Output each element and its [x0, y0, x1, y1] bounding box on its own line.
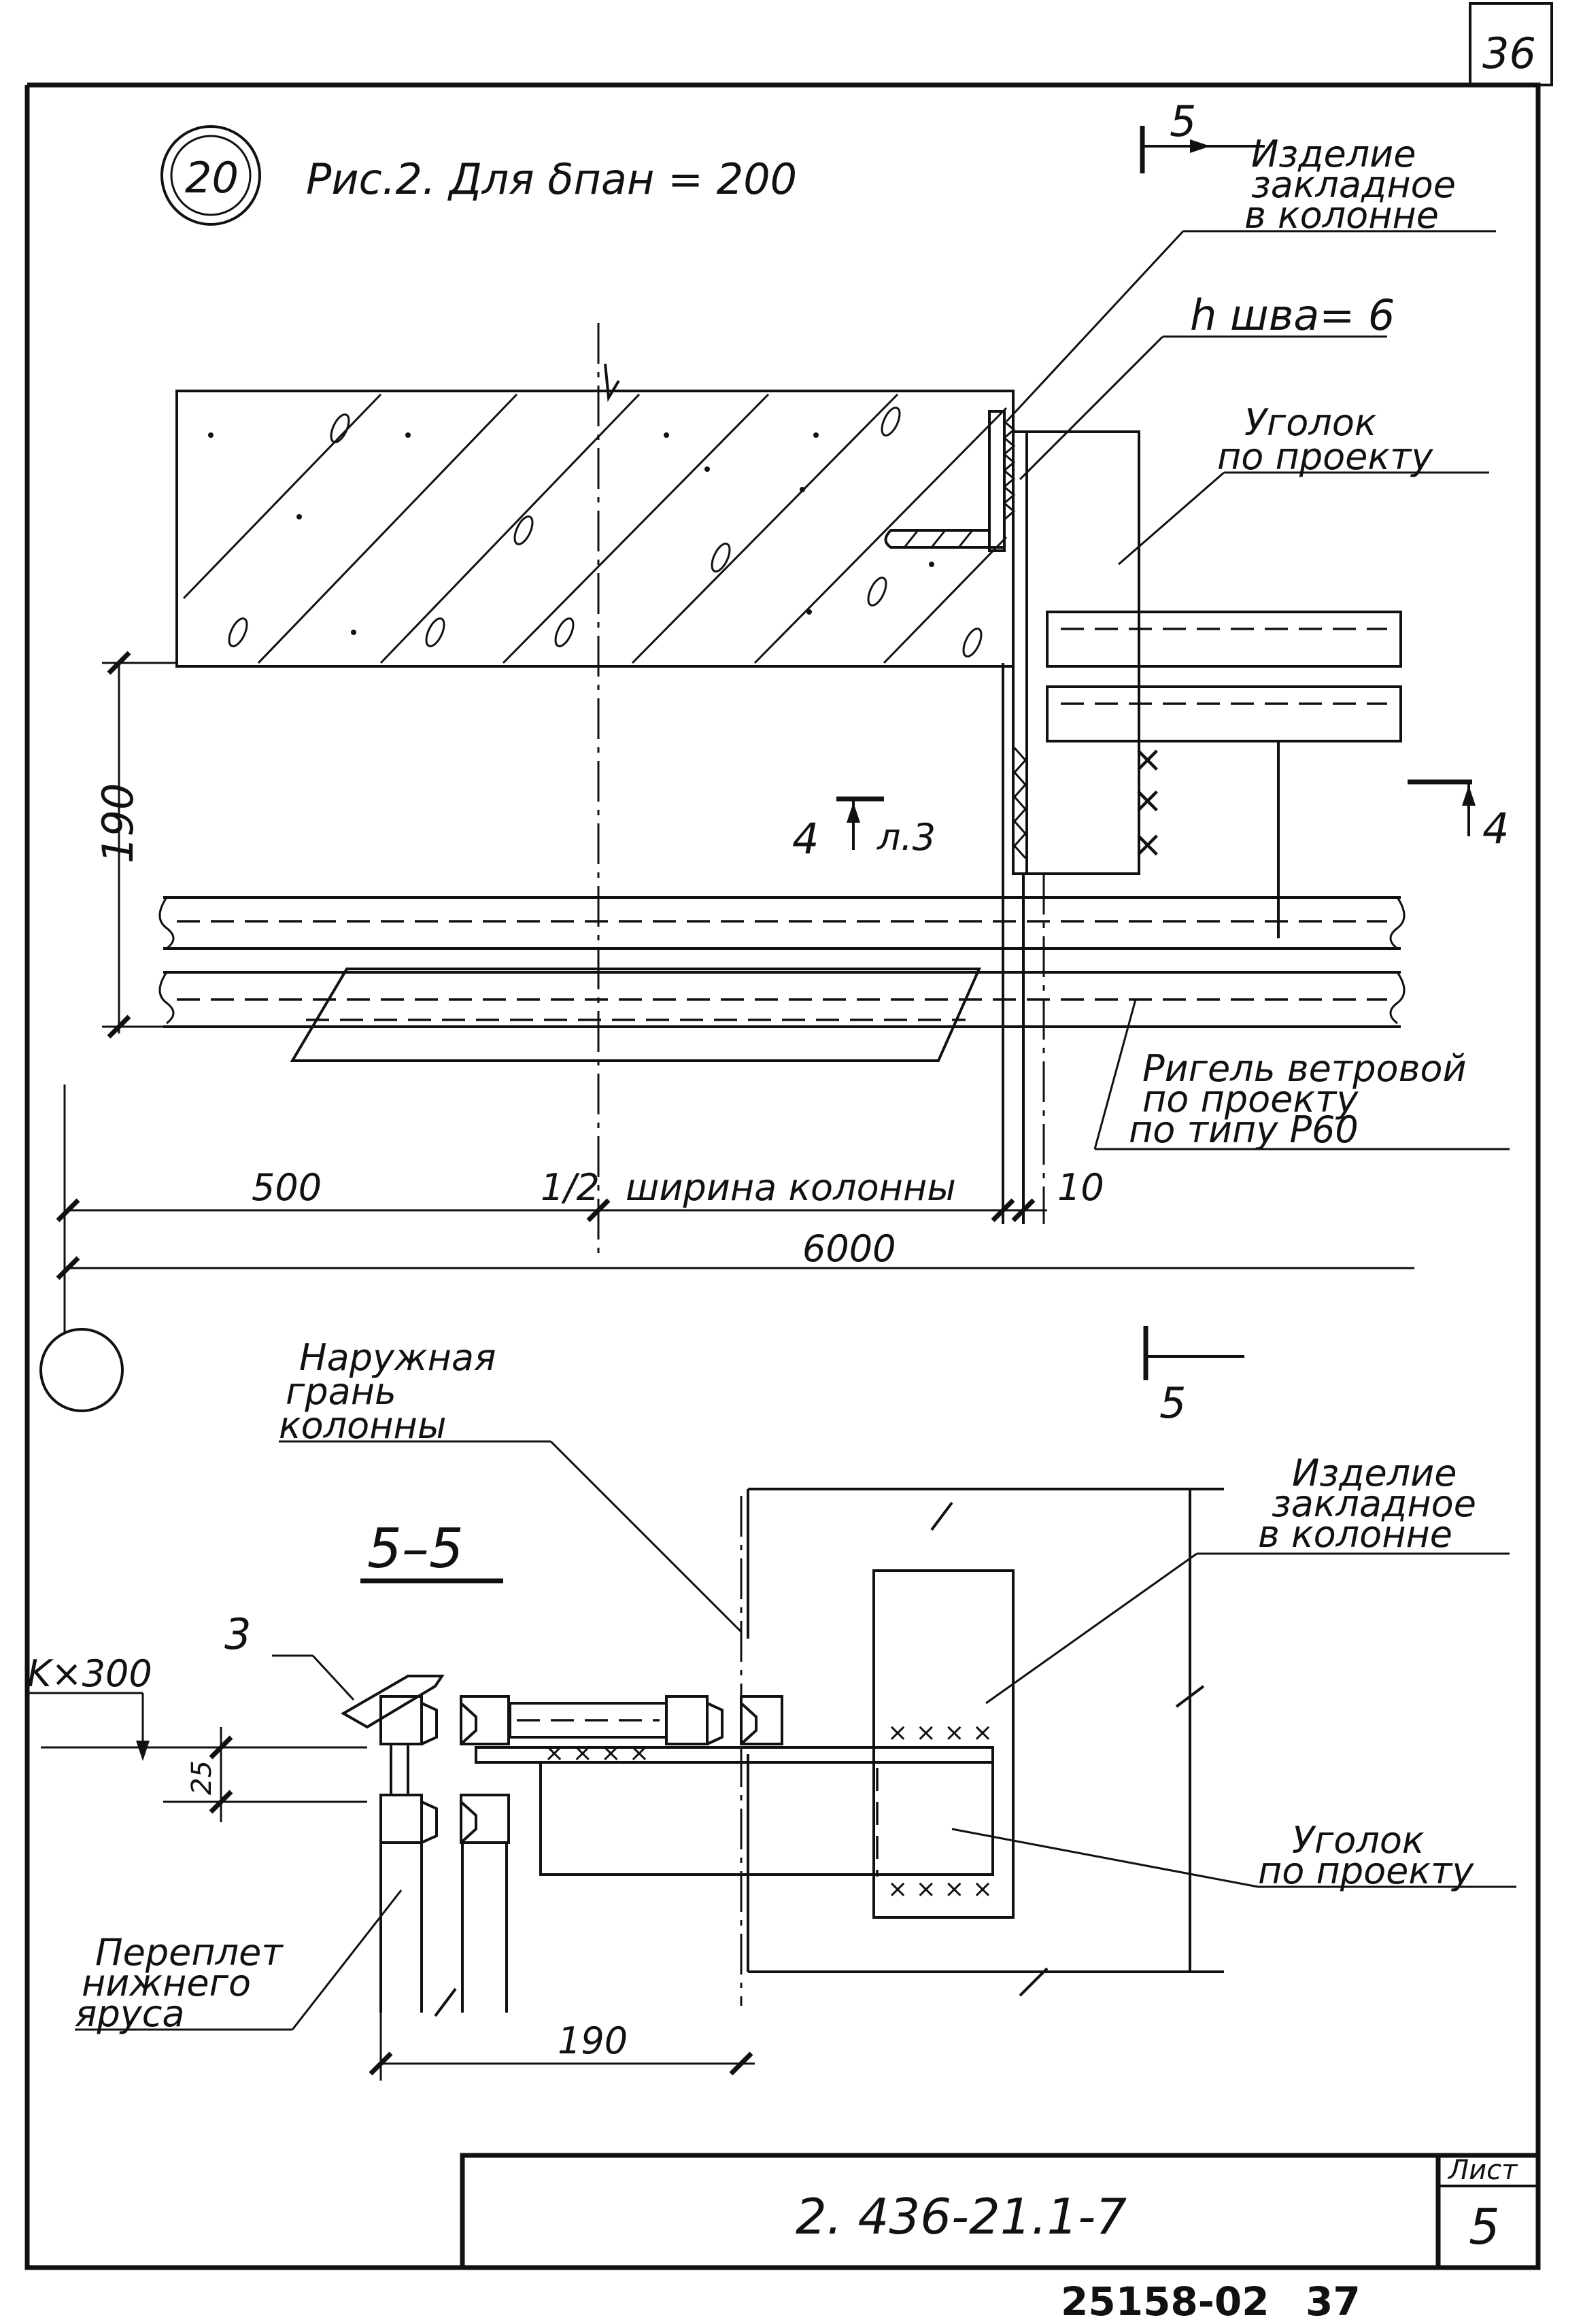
document-code: 2. 436-21.1-7: [796, 2188, 1127, 2245]
label-embedded-part-s2: закладное: [1272, 1482, 1476, 1525]
label-wind-girder-1: Ригель ветровой: [1142, 1047, 1467, 1090]
svg-text:×: ×: [1132, 738, 1163, 781]
label-embedded-part-s1: Изделие: [1292, 1452, 1457, 1494]
section-mark-right: 4: [1482, 804, 1509, 853]
section-ref-center: 4 л.3: [792, 796, 936, 864]
dim-500: 500: [252, 1166, 322, 1209]
label-sash-2: нижнего: [82, 1962, 251, 2004]
label-embedded-part-2: закладное: [1251, 163, 1456, 206]
dim-kx300: K×300: [27, 1652, 152, 1695]
sash-profiles: [340, 1675, 783, 2017]
grid-axis-bubble: [39, 1278, 124, 1412]
label-weld: h шва= 6: [1190, 290, 1395, 340]
top-leaders: [1005, 230, 1510, 1150]
callout-3: 3: [224, 1609, 251, 1659]
label-angle-s2: по проекту: [1258, 1849, 1474, 1892]
label-outer-face-3: колонны: [279, 1404, 446, 1447]
label-sash-3: яруса: [75, 1992, 185, 2035]
dim-half: 1/2: [541, 1166, 600, 1209]
dim-6000: 6000: [802, 1227, 896, 1270]
svg-text:×: ×: [1132, 823, 1163, 866]
detail-number-circle: [160, 125, 261, 226]
label-angle-1: Уголок: [1244, 401, 1377, 444]
dim-25: 25: [186, 1760, 218, 1795]
archive-number: 25158-02: [1061, 2278, 1270, 2324]
column-embedded-plate: × × ×: [1012, 430, 1163, 875]
label-angle-2: по проекту: [1217, 435, 1433, 478]
detail-header: 20 Рис.2. Для δпан = 200: [160, 125, 797, 226]
panel-embedded-angle: [884, 410, 1016, 552]
label-outer-face-1: Наружная: [299, 1336, 496, 1379]
section-cut-marker-right: 4: [1408, 779, 1509, 853]
sheet-label: Лист: [1447, 2155, 1518, 2186]
column-section: [740, 1488, 1224, 2006]
figure-title: Рис.2. Для δпан = 200: [306, 154, 797, 204]
label-wind-girder-2: по проекту: [1142, 1078, 1359, 1121]
svg-text:×: ×: [1132, 779, 1163, 821]
section-cut-marker-bottom: 5: [1143, 1326, 1244, 1428]
dim-vertical-190: 190: [93, 651, 177, 1039]
page-number-top: 36: [1482, 29, 1536, 78]
svg-text:× × × ×: × × × ×: [887, 1875, 993, 1903]
dim-horizontal-row: 500 1/2 ширина колонны 10 6000: [56, 1084, 1414, 1280]
sheet-number: 5: [1469, 2198, 1500, 2255]
dim-10: 10: [1057, 1166, 1104, 1209]
angle-section: × × × × × × × × × × × ×: [475, 1719, 994, 1903]
label-embedded-part-1: Изделие: [1251, 133, 1416, 175]
detail-number: 20: [185, 153, 239, 203]
label-embedded-part-s3: в колонне: [1258, 1513, 1452, 1556]
svg-text:× × × ×: × × × ×: [887, 1719, 993, 1747]
section-mark-bottom: 5: [1159, 1378, 1186, 1428]
section-ref-number: 4: [792, 814, 819, 864]
dim-section-190: 190: [369, 2013, 755, 2081]
label-outer-face-2: грань: [286, 1370, 396, 1413]
section-mark-top: 5: [1170, 97, 1196, 146]
footer-page: 37: [1306, 2278, 1361, 2324]
dim-vertical-value: 190: [93, 783, 143, 864]
section-cut-marker-top: 5: [1140, 97, 1265, 173]
wall-panel: [175, 390, 1015, 668]
wind-girder: [158, 896, 1406, 1062]
section-ref-sheet: л.3: [876, 816, 936, 859]
label-angle-s1: Уголок: [1292, 1819, 1425, 1862]
label-sash-1: Переплет: [95, 1931, 284, 1974]
angle-profile-right: [1046, 611, 1402, 938]
label-embedded-part-3: в колонне: [1244, 194, 1439, 237]
dim-column-width: ширина колонны: [626, 1166, 956, 1209]
label-wind-girder-3: по типу Р60: [1129, 1108, 1359, 1151]
dim-section-190-value: 190: [558, 2019, 628, 2062]
title-block: 2. 436-21.1-7 Лист 5: [460, 2153, 1541, 2270]
section-title: 5–5: [367, 1517, 464, 1580]
svg-text:× × × ×: × × × ×: [544, 1739, 649, 1767]
